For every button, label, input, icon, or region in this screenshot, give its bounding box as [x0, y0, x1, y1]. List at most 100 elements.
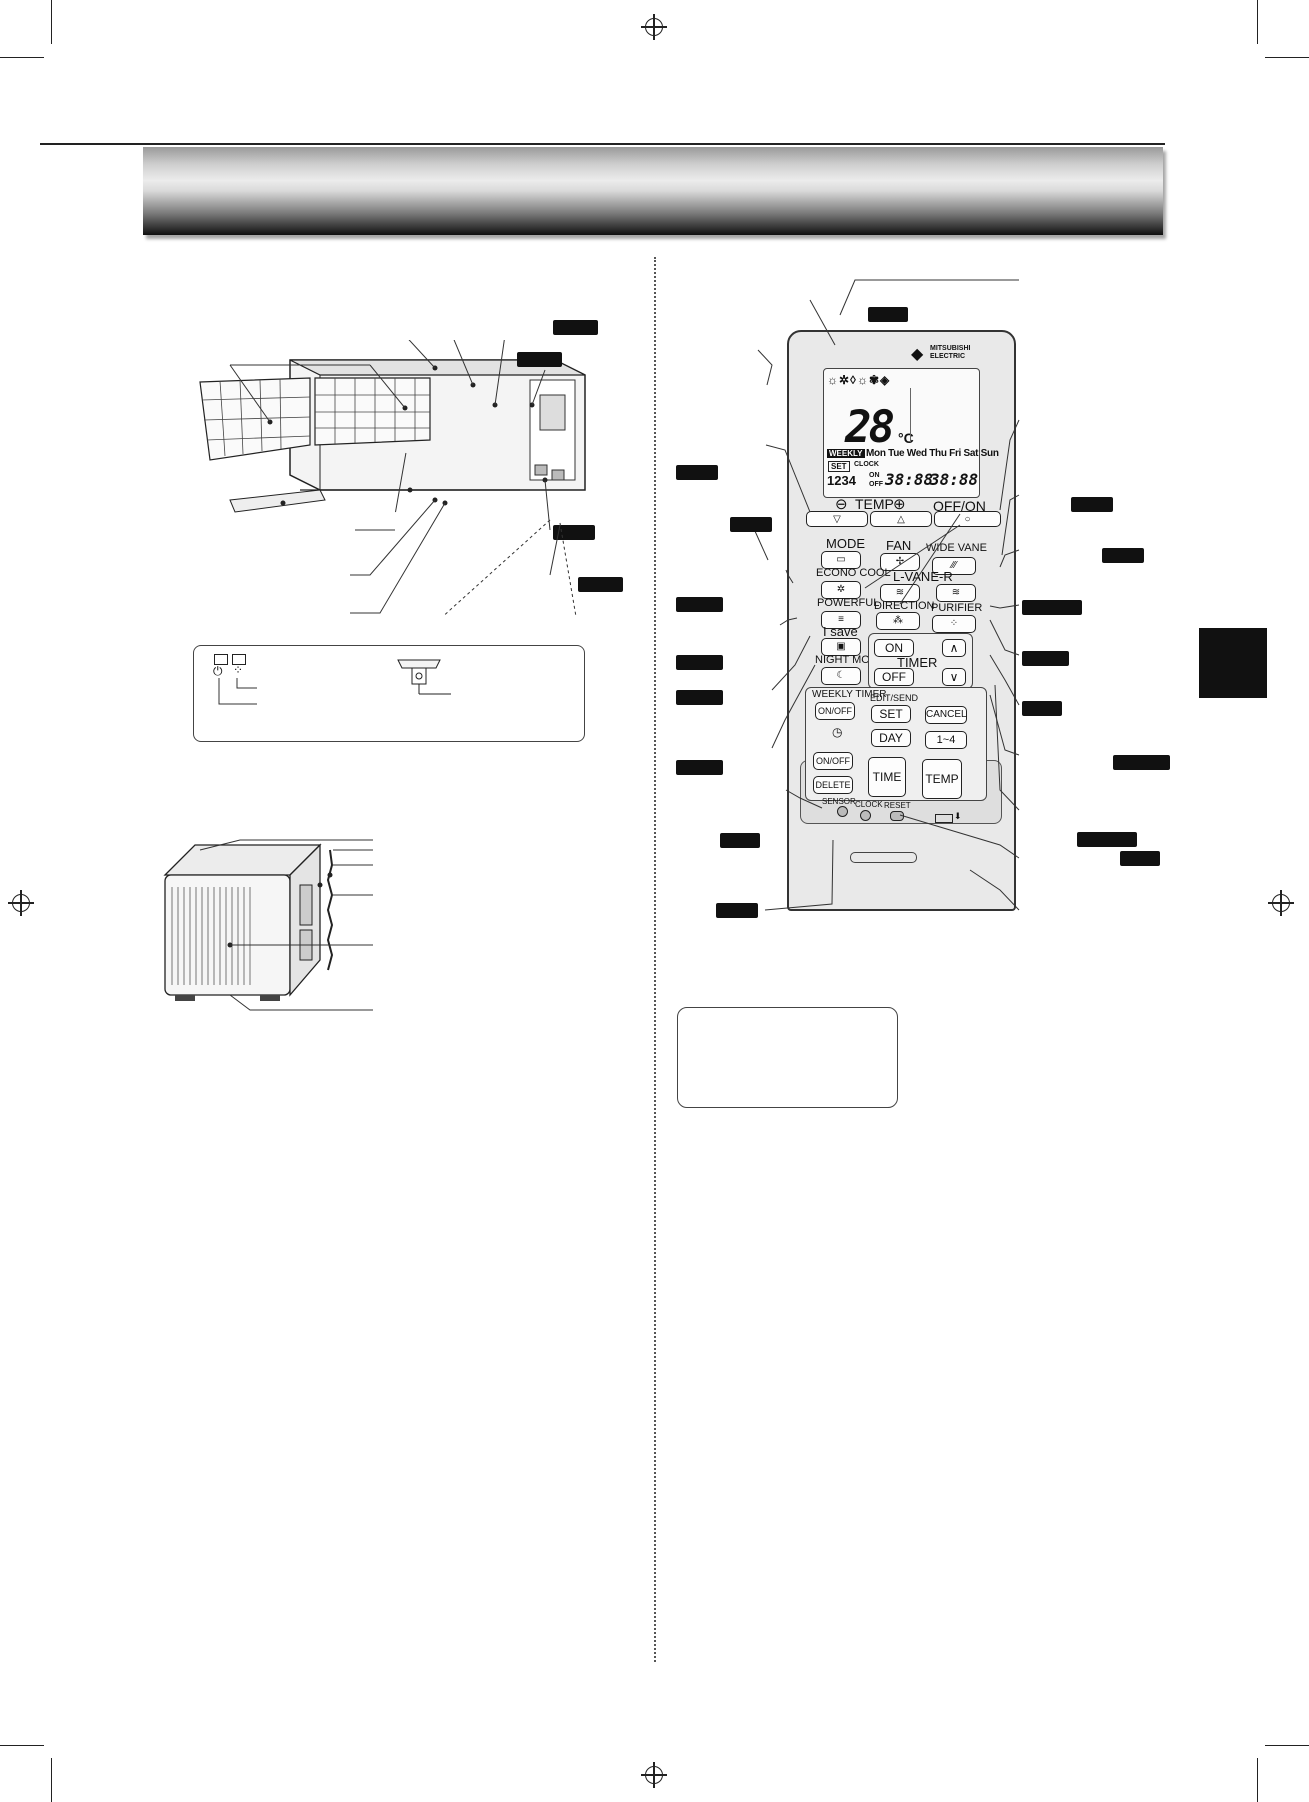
mode-button[interactable]: ▭ — [821, 551, 861, 569]
time-button[interactable]: TIME — [868, 757, 906, 797]
edit-send-label: EDIT/SEND — [870, 693, 919, 703]
crop-mark — [51, 1758, 52, 1802]
powerful-label: POWERFUL — [817, 597, 880, 609]
econo-cool-button[interactable]: ✲ — [821, 581, 861, 599]
label-tag — [868, 307, 908, 322]
purifier-button[interactable]: ⁘ — [932, 615, 976, 633]
label-tag — [1113, 755, 1170, 770]
indoor-unit-illustration — [199, 340, 586, 530]
delete-button[interactable]: DELETE — [813, 776, 853, 794]
temp-label: TEMP — [855, 496, 894, 512]
section-tab — [1199, 628, 1267, 698]
day-label: DAY — [879, 731, 903, 745]
cancel-button[interactable]: CANCEL — [925, 706, 967, 724]
temp-minus-icon: ⊖ — [835, 496, 848, 513]
range-button[interactable]: 1~4 — [925, 731, 967, 749]
crop-mark — [1257, 0, 1258, 44]
mode-icons: ☼✲◊☼✾◈ — [827, 373, 891, 387]
timer-up-button[interactable]: ∧ — [942, 639, 966, 657]
registration-mark-icon — [641, 14, 667, 40]
weekly-onoff-label: ON/OFF — [818, 706, 852, 716]
receiver-detail — [397, 659, 451, 695]
label-tag — [1022, 701, 1062, 716]
offon-button[interactable]: ○ — [934, 511, 1001, 527]
battery-icon — [935, 814, 953, 823]
fan-label: FAN — [886, 538, 912, 553]
label-tag — [1022, 651, 1069, 666]
wide-vane-button[interactable]: ⁄⁄⁄ — [932, 557, 976, 575]
temp-down-button[interactable]: ▽ — [806, 511, 868, 527]
label-tag — [553, 525, 595, 540]
outdoor-leader-lines — [199, 839, 373, 1011]
indicator-detail-box: ⏻ ⁘ — [193, 645, 585, 742]
econo-cool-label: ECONO COOL — [816, 567, 891, 579]
timer-label: TIMER — [897, 655, 938, 670]
registration-mark-icon — [641, 1762, 667, 1788]
cancel-label: CANCEL — [926, 709, 967, 720]
operation-lamp — [214, 654, 228, 665]
crop-mark — [0, 1745, 44, 1746]
label-tag — [720, 833, 760, 848]
night-mode-button[interactable]: ☾ — [821, 667, 861, 685]
timer-down-button[interactable]: ∨ — [942, 668, 966, 686]
temp-weekly-button[interactable]: TEMP — [922, 759, 962, 799]
timer-on-button[interactable]: ON — [874, 639, 914, 657]
wide-vane-label: WIDE VANE — [926, 542, 987, 554]
r-vane-button[interactable]: ≋ — [936, 584, 976, 602]
lcd-temperature: 28 — [845, 402, 895, 453]
sensor-label: SENSOR — [822, 797, 856, 806]
lcd-time-2: 38:88 — [930, 470, 979, 489]
weekly-onoff-button[interactable]: ON/OFF — [815, 702, 855, 720]
arrow-down-icon: ⬇ — [954, 811, 962, 821]
fan-button[interactable]: ✢ — [880, 553, 920, 571]
purifier-icon: ⁘ — [233, 663, 244, 677]
label-tag — [517, 352, 562, 367]
temp-plus-icon: ⊕ — [893, 496, 906, 513]
label-tag — [1120, 851, 1160, 866]
temp-weekly-label: TEMP — [925, 772, 959, 786]
top-rule — [40, 143, 1165, 145]
outdoor-unit-illustration — [163, 843, 334, 1001]
set-button[interactable]: SET — [871, 705, 911, 723]
temp-up-button[interactable]: △ — [870, 511, 932, 527]
label-tag — [1102, 548, 1144, 563]
clock-onoff-button[interactable]: ON/OFF — [813, 752, 853, 770]
label-tag — [676, 597, 723, 612]
night-mode-label: NIGHT MODE — [815, 654, 886, 666]
label-tag — [676, 690, 723, 705]
lcd-weekly: WEEKLY — [827, 449, 865, 458]
day-button[interactable]: DAY — [871, 729, 911, 747]
label-tag — [553, 320, 598, 335]
timer-on-label: ON — [885, 641, 903, 655]
mode-label: MODE — [826, 536, 865, 551]
sensor-button[interactable] — [837, 806, 848, 817]
label-tag — [730, 517, 772, 532]
label-tag — [676, 760, 723, 775]
weekly-timer-label: WEEKLY TIMER — [812, 689, 887, 700]
offon-label: OFF/ON — [933, 498, 986, 514]
crop-mark — [1265, 57, 1309, 58]
power-icon: ⏻ — [213, 664, 223, 678]
time-label: TIME — [872, 770, 902, 784]
registration-mark-icon — [8, 890, 34, 916]
clock-label: CLOCK — [855, 800, 883, 809]
i-save-button[interactable]: ▣ — [821, 638, 861, 656]
lcd-on: ON — [869, 472, 880, 479]
remote-leader-lines — [732, 279, 1020, 911]
clock-button[interactable] — [860, 810, 871, 821]
brand-name: MITSUBISHI ELECTRIC — [930, 345, 971, 360]
direction-button[interactable]: ⁂ — [876, 612, 920, 630]
powerful-button[interactable]: ≡ — [821, 611, 861, 629]
set-label: SET — [879, 707, 903, 721]
timer-off-button[interactable]: OFF — [874, 668, 914, 686]
registration-mark-icon — [1268, 890, 1294, 916]
purifier-label: PURIFIER — [931, 602, 983, 614]
crop-mark — [1257, 1758, 1258, 1802]
leader-lines — [350, 499, 577, 615]
lcd-unit: °C — [898, 430, 914, 446]
i-save-label: I save — [823, 624, 858, 639]
timer-off-label: OFF — [882, 670, 906, 684]
section-header-bar — [143, 147, 1163, 235]
label-tag — [1071, 497, 1113, 512]
